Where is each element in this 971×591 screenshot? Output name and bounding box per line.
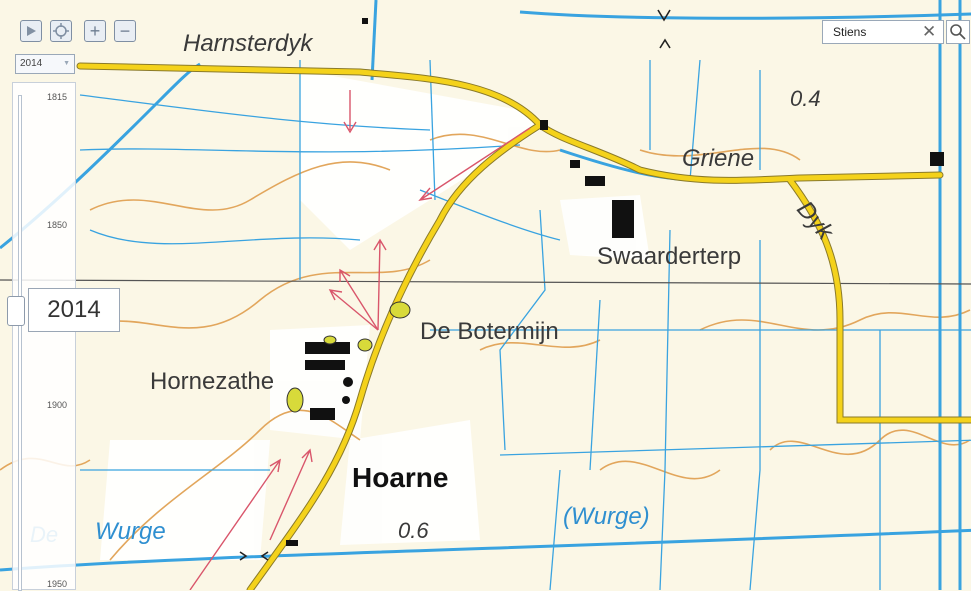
label-wurge-paren: (Wurge) [563,503,650,530]
timeline-slider[interactable]: 1815 1850 1900 1950 [12,82,76,591]
search-button[interactable] [946,20,970,44]
buildings [286,18,944,546]
red-arrows [189,90,531,590]
locate-button[interactable] [50,20,72,42]
label-harnsterdyk: Harnsterdyk [183,30,313,57]
timeline-tick-1900: 1900 [46,400,67,410]
zoom-in-button[interactable]: + [84,20,106,42]
year-select[interactable]: 2014 [15,54,75,74]
timeline-handle[interactable] [7,296,25,326]
timeline-tick-1950: 1950 [46,579,67,589]
locate-icon [53,23,69,39]
search-input[interactable] [822,20,944,44]
plus-icon: + [89,21,101,41]
year-select-value: 2014 [20,58,43,69]
timeline-tick-1850: 1850 [46,220,67,230]
play-button[interactable] [20,20,42,42]
timeline-track[interactable] [18,95,22,591]
roads [76,62,971,590]
search-icon [950,24,966,40]
label-hoarne: Hoarne [352,462,449,493]
road-markers [239,9,671,561]
selected-year-label: 2014 [28,288,120,332]
grid-line [0,279,971,285]
label-elevation-06: 0.6 [398,518,429,543]
minus-icon: − [119,21,131,41]
label-elevation-04: 0.4 [790,86,821,111]
label-hornezathe: Hornezathe [150,368,275,395]
clear-icon[interactable]: ✕ [922,22,937,41]
label-griene: Griene [682,145,755,172]
zoom-out-button[interactable]: − [114,20,136,42]
label-de-botermijn: De Botermijn [420,318,559,345]
timeline-tick-1815: 1815 [46,92,67,102]
orchards [286,301,411,413]
label-swaarderterp: Swaarderterp [597,243,742,270]
ditches [79,59,971,590]
label-wurge: Wurge [95,518,166,545]
play-icon [27,26,36,36]
